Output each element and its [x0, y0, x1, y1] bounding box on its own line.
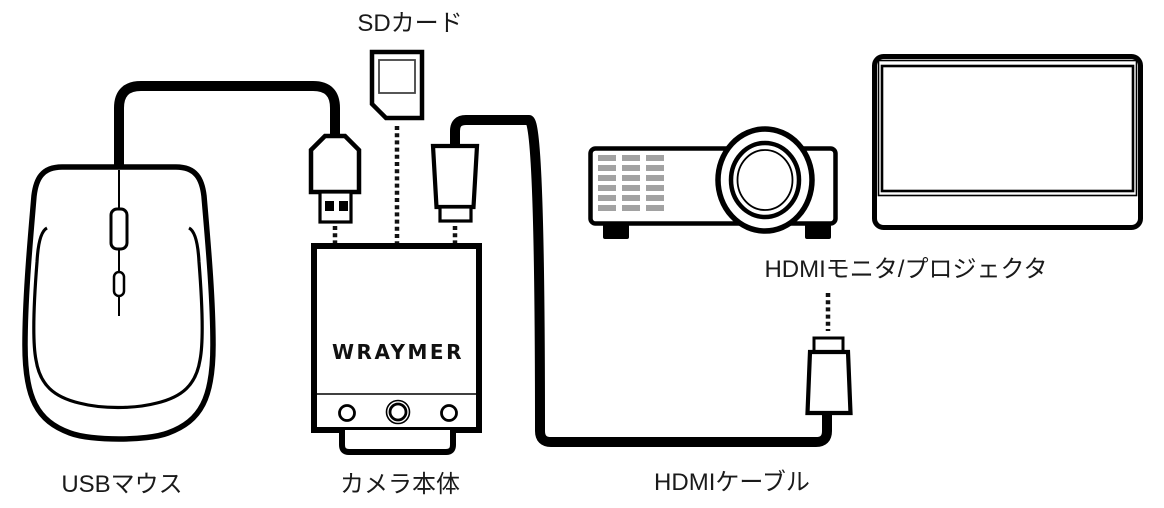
projector-foot-right — [805, 224, 831, 239]
projector-vent-grille — [598, 155, 664, 211]
usb-mouse-illustration — [22, 164, 216, 442]
projector-lens-mid — [728, 140, 802, 220]
label-hdmi-monitor-projector: HDMIモニタ/プロジェクタ — [764, 256, 1047, 283]
camera-port-left-icon — [338, 404, 356, 422]
dpi-button-icon — [112, 270, 126, 298]
usb-plug-icon — [308, 133, 362, 224]
hdmi-plug-camera-tip — [438, 205, 473, 223]
camera-mount — [339, 430, 456, 455]
hdmi-cable-line — [450, 115, 832, 447]
camera-housing — [311, 243, 482, 433]
mouse-usb-cable — [114, 81, 340, 172]
camera-body-illustration: WRAYMER — [311, 243, 482, 455]
hdmi-plug-camera-body — [430, 143, 480, 210]
sd-card-icon — [369, 49, 425, 121]
camera-lens-icon — [388, 402, 408, 422]
label-hdmi-cable: HDMIケーブル — [654, 469, 810, 496]
projector-illustration — [588, 126, 838, 239]
camera-port-right-icon — [440, 404, 458, 422]
label-sd-card: SDカード — [357, 10, 462, 37]
scroll-wheel-icon — [109, 207, 129, 251]
usb-pin-left — [325, 201, 334, 211]
monitor-screen — [880, 64, 1135, 193]
monitor-inner-frame — [877, 59, 1138, 197]
projector-foot-left — [603, 224, 629, 239]
sd-card-outline — [369, 49, 425, 121]
label-usb-mouse: USBマウス — [61, 471, 182, 498]
usb-plug-body — [308, 133, 362, 195]
camera-brand-logo: WRAYMER — [332, 340, 464, 364]
mouse-inner-outline — [32, 226, 204, 410]
projector-lens-inner — [736, 149, 794, 211]
label-camera-body: カメラ本体 — [340, 471, 460, 498]
hdmi-plug-monitor-body — [805, 349, 853, 416]
hdmi-plug-camera-icon — [430, 143, 480, 223]
hdmi-plug-monitor-icon — [805, 336, 853, 416]
sd-card-label-area — [378, 59, 416, 94]
usb-pin-right — [339, 201, 348, 211]
monitor-illustration — [872, 54, 1143, 230]
